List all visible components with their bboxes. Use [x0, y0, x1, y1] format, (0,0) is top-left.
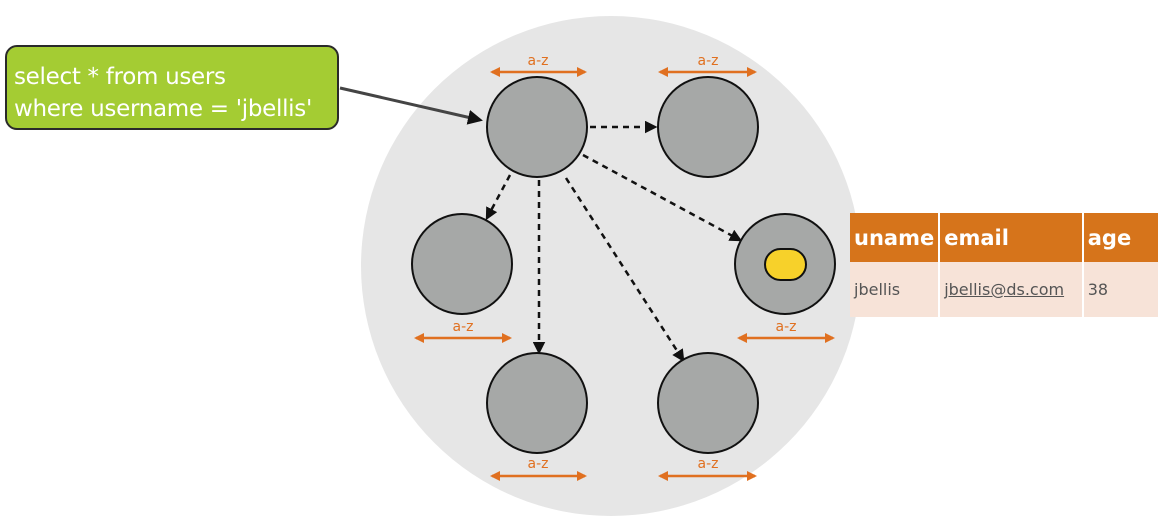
replica-arrow-to-node-7	[485, 174, 512, 221]
query-line-1: select * from users	[14, 64, 226, 90]
cell-email[interactable]: jbellis@ds.com	[939, 262, 1084, 317]
cell-age: 38	[1082, 262, 1158, 317]
range-label-node-2: a-z	[698, 53, 719, 69]
data-row-marker	[764, 248, 807, 281]
query-pointer-arrow	[339, 86, 483, 125]
header-age: age	[1082, 213, 1158, 262]
table-row: jbellis jbellis@ds.com 38	[850, 262, 1158, 317]
table-header-row: uname email age	[850, 213, 1158, 262]
range-label-node-5: a-z	[528, 456, 549, 472]
email-link[interactable]: jbellis@ds.com	[944, 280, 1065, 299]
query-line-2: where username = 'jbellis'	[14, 96, 312, 122]
range-label-node-4: a-z	[698, 456, 719, 472]
node-5[interactable]	[486, 352, 588, 454]
replica-arrow-to-node-4	[564, 177, 685, 363]
range-label-node-7: a-z	[453, 319, 474, 335]
query-callout: select * from users where username = 'jb…	[5, 45, 339, 130]
node-1-coordinator[interactable]	[486, 76, 588, 178]
range-label-node-3: a-z	[776, 319, 797, 335]
replica-arrow-to-node-3	[582, 153, 743, 242]
header-email: email	[939, 213, 1084, 262]
header-uname: uname	[850, 213, 941, 262]
node-2[interactable]	[657, 76, 759, 178]
range-label-node-1: a-z	[528, 53, 549, 69]
node-7[interactable]	[411, 213, 513, 315]
node-4[interactable]	[657, 352, 759, 454]
result-table: uname email age jbellis jbellis@ds.com 3…	[850, 213, 1158, 317]
cell-uname: jbellis	[850, 262, 941, 317]
